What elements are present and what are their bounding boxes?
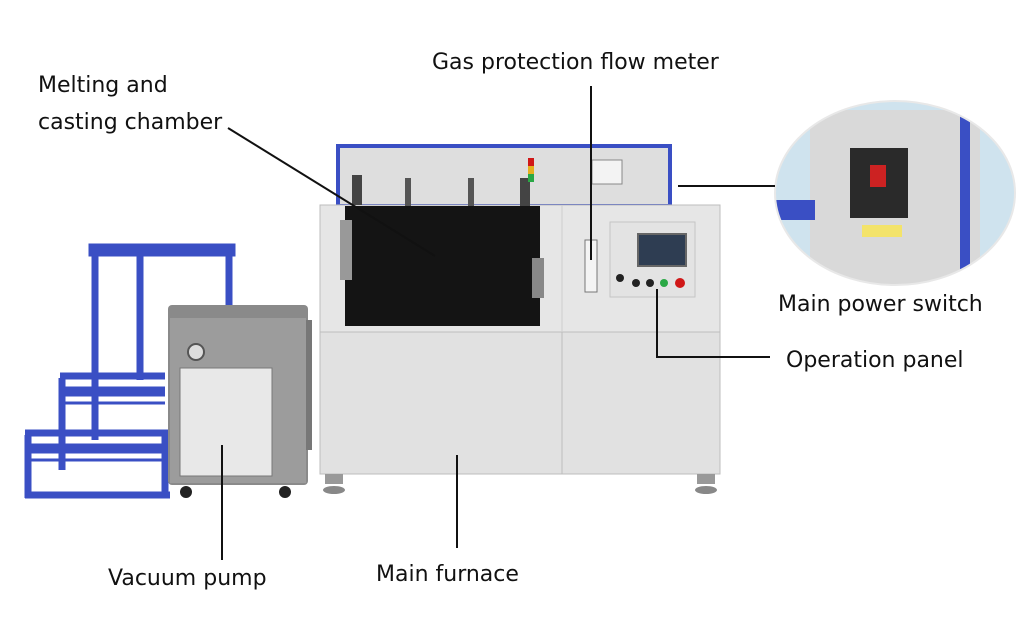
vacuum-pump [168, 305, 312, 498]
label-main-furnace: Main furnace [376, 562, 519, 587]
label-vacuum-pump: Vacuum pump [108, 566, 267, 591]
label-main-power-switch: Main power switch [778, 292, 983, 317]
power-switch-zoom [774, 100, 1016, 286]
main-furnace-body [319, 144, 721, 494]
leader-lines [221, 86, 775, 560]
label-melting-casting-chamber-line1: Melting and [38, 73, 168, 98]
label-operation-panel: Operation panel [786, 348, 964, 373]
label-gas-protection-flow-meter: Gas protection flow meter [432, 50, 719, 75]
label-melting-casting-chamber-line2: casting chamber [38, 110, 223, 135]
